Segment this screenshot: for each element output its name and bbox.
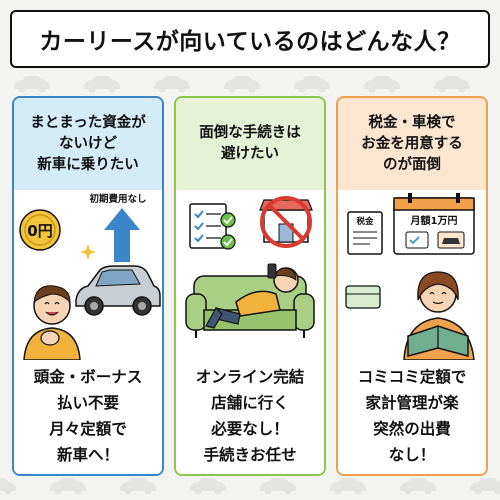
sparkle-icon bbox=[80, 244, 96, 260]
header-line: 税金・車検で bbox=[368, 114, 456, 131]
card-no-funds: まとまった資金が ないけど 新車に乗りたい 0円 初期費用なし bbox=[12, 96, 164, 476]
person-with-phone-icon bbox=[205, 263, 299, 329]
footer-line: 突然の出費 bbox=[373, 420, 451, 438]
header-line: 面倒な手続きは bbox=[199, 125, 301, 141]
no-initial-cost-label: 初期費用なし bbox=[89, 193, 146, 205]
tax-label: 税金 bbox=[356, 216, 374, 227]
card-header: 税金・車検で お金を用意する のが面倒 bbox=[338, 98, 486, 190]
footer-line: 月々定額で bbox=[49, 420, 127, 438]
card-body: 0円 初期費用なし bbox=[14, 190, 162, 474]
title-banner: カーリースが向いているのはどんな人？ bbox=[10, 10, 490, 68]
no-store-icon bbox=[259, 196, 313, 248]
happy-person-icon bbox=[23, 285, 81, 360]
footer-line: 手続きお任せ bbox=[203, 446, 297, 464]
footer-line: 家計管理が楽 bbox=[365, 394, 459, 412]
footer-line: オンライン完結 bbox=[195, 368, 305, 386]
person-sofa-illustration bbox=[185, 196, 315, 338]
card-footer: オンライン完結 店舗に行く 必要なし！ 手続きお任せ bbox=[176, 356, 324, 474]
header-line: ないけど bbox=[58, 135, 117, 152]
header-line: 新車に乗りたい bbox=[37, 156, 139, 173]
header-line: まとまった資金が bbox=[30, 114, 146, 131]
footer-line: 頭金・ボーナス bbox=[33, 368, 143, 386]
card-header: 面倒な手続きは 避けたい bbox=[176, 98, 324, 190]
footer-line: 店舗に行く bbox=[211, 394, 289, 412]
header-line: 避けたい bbox=[221, 146, 279, 162]
checklist-icon bbox=[189, 203, 236, 250]
car-icon bbox=[75, 265, 161, 316]
card-footer: コミコミ定額で 家計管理が楽 突然の出費 なし！ bbox=[338, 356, 486, 474]
calendar-icon: 月額1万円 bbox=[393, 193, 475, 255]
arrow-up-icon bbox=[104, 208, 140, 262]
card-header: まとまった資金が ないけど 新車に乗りたい bbox=[14, 98, 162, 190]
header-line: のが面倒 bbox=[383, 156, 441, 173]
coin-label: 0円 bbox=[27, 222, 52, 240]
monthly-fee-label: 月額1万円 bbox=[410, 214, 458, 227]
footer-line: コミコミ定額で bbox=[357, 368, 467, 386]
card-tax-inspection: 税金・車検で お金を用意する のが面倒 税金 月額1万円 bbox=[336, 96, 488, 476]
footer-line: なし！ bbox=[388, 446, 436, 464]
woman-reading-icon bbox=[403, 271, 475, 360]
coin-icon: 0円 bbox=[19, 209, 61, 251]
card-footer: 頭金・ボーナス 払い不要 月々定額で 新車へ！ bbox=[14, 356, 162, 474]
woman-reading-illustration: 税金 月額1万円 bbox=[345, 193, 475, 360]
person-car-illustration: 0円 初期費用なし bbox=[19, 193, 161, 360]
card-body: 税金 月額1万円 bbox=[338, 190, 486, 474]
card-avoid-paperwork: 面倒な手続きは 避けたい bbox=[174, 96, 326, 476]
footer-line: 新車へ！ bbox=[56, 446, 119, 464]
header-line: お金を用意する bbox=[361, 135, 463, 152]
cash-card-icon bbox=[345, 285, 381, 309]
card-body: オンライン完結 店舗に行く 必要なし！ 手続きお任せ bbox=[176, 190, 324, 474]
tax-document-icon: 税金 bbox=[347, 211, 383, 255]
footer-line: 必要なし！ bbox=[211, 420, 289, 438]
footer-line: 払い不要 bbox=[56, 394, 119, 412]
page-title: カーリースが向いているのはどんな人？ bbox=[39, 29, 461, 55]
